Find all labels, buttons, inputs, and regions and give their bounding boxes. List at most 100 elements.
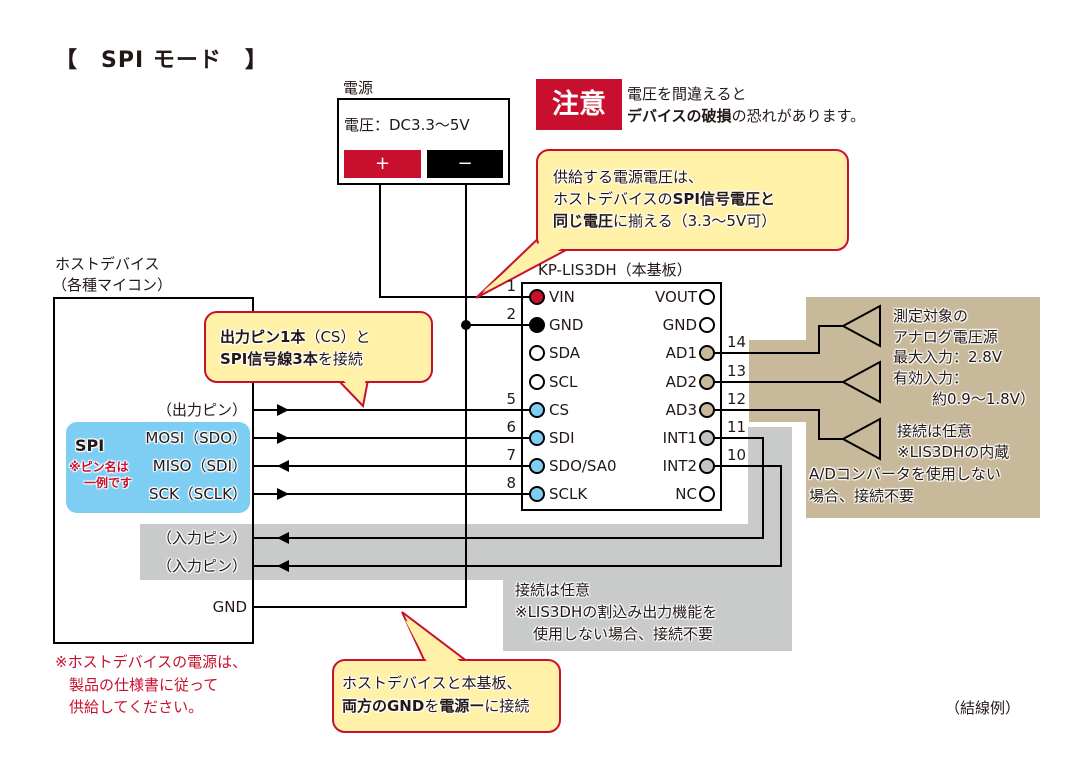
pin-number: 14 <box>727 333 747 351</box>
pin-label-ad3: AD3 <box>665 401 697 419</box>
host-pin-miso: MISO（SDI） <box>152 457 247 475</box>
analog-source-icon <box>840 417 881 461</box>
pin-label-sdi: SDI <box>549 429 575 447</box>
callout-cs-emphasis: 出力ピン1本 <box>220 328 306 346</box>
spi-group-note-line1: ※ピン名は <box>69 460 129 474</box>
host-device-title: ホストデバイス <box>55 255 160 273</box>
pin-label-vout: VOUT <box>655 288 697 306</box>
analog-note-line: 測定対象の <box>893 307 969 325</box>
analog-source-icon <box>840 304 881 348</box>
pin-label-sclk: SCLK <box>549 485 588 503</box>
pin-vout <box>699 289 715 305</box>
pin-label-int2: INT2 <box>662 457 697 475</box>
interrupt-note-line: 接続は任意 <box>515 581 591 599</box>
host-power-note-line1: ※ホストデバイスの電源は、 <box>55 653 248 671</box>
pin-sdi <box>529 430 545 446</box>
pin-number: 5 <box>506 390 516 408</box>
board-chip-box <box>521 282 722 511</box>
callout-supply-emphasis: SPI信号電圧と <box>672 190 775 208</box>
analog-note-line: A/Dコンバータを使用しない <box>809 465 1001 483</box>
wire-ad3 <box>714 409 843 440</box>
pin-label-ad2: AD2 <box>665 373 697 391</box>
pin-number: 12 <box>727 390 747 408</box>
host-pin-gnd: GND <box>212 598 247 616</box>
page-title: 【 SPI モード 】 <box>55 48 268 73</box>
wire-ad1 <box>714 325 843 354</box>
pin-int1 <box>699 430 715 446</box>
analog-note-line: アナログ電圧源 <box>893 328 998 346</box>
interrupt-note-line: ※LIS3DHの割込み出力機能を <box>515 603 718 621</box>
host-device-subtitle: （各種マイコン） <box>52 276 173 294</box>
pin-label-scl: SCL <box>549 373 578 391</box>
arrow-right-icon <box>277 404 289 416</box>
callout-gnd-text: を <box>424 697 440 715</box>
analog-note-line: 最大入力：2.8V <box>893 348 1003 366</box>
callout-gnd-emphasis: 電源ー <box>439 697 485 715</box>
spi-group-label: SPI <box>75 436 105 455</box>
pin-sda <box>529 345 545 361</box>
pin-label-nc: NC <box>675 485 697 503</box>
analog-note-line: 場合、接続不要 <box>809 487 915 505</box>
host-pin-output: （出力ピン） <box>156 401 247 419</box>
caution-badge: 注意 <box>536 79 622 130</box>
pin-label-gnd: GND <box>549 316 584 334</box>
pin-label-ad1: AD1 <box>665 344 697 362</box>
host-power-note-line2: 製品の仕様書に従って <box>69 676 219 694</box>
callout-cs-shape <box>204 311 433 409</box>
pin-label-vin: VIN <box>549 288 575 306</box>
pin-label-cs: CS <box>549 401 569 419</box>
host-pin-sck: SCK（SCLK） <box>148 485 247 503</box>
analog-note-line: 有効入力： <box>893 369 969 387</box>
callout-supply-text: に揃える（3.3〜5V可） <box>613 212 777 230</box>
host-device-box <box>53 297 254 644</box>
host-pin-mosi: MOSI（SDO） <box>145 429 247 447</box>
wiring-example-caption: （結線例） <box>945 699 1021 717</box>
pin-label-sdo-sa0: SDO/SA0 <box>549 457 617 475</box>
pin-scl <box>529 374 545 390</box>
power-supply-voltage: 電圧：DC3.3〜5V <box>344 116 470 134</box>
analog-note-line: 接続は任意 <box>897 422 973 440</box>
arrow-left-icon <box>277 560 289 572</box>
pin-gnd-right <box>699 317 715 333</box>
analog-note-line: 約0.9〜1.8V） <box>932 390 1035 408</box>
pin-number: 10 <box>727 446 747 464</box>
pin-ad1 <box>699 345 715 361</box>
interrupt-note-line: 使用しない場合、接続不要 <box>533 625 714 643</box>
wire-int2 <box>253 465 782 567</box>
pin-nc <box>699 486 715 502</box>
callout-gnd-text: に接続 <box>484 697 530 715</box>
pin-int2 <box>699 458 715 474</box>
analog-note-line: ※LIS3DHの内蔵 <box>897 443 1010 461</box>
callout-cs-text: を接続 <box>317 350 363 368</box>
callout-supply-text: ホストデバイスの <box>553 190 673 208</box>
callout-gnd-emphasis: 両方のGND <box>342 697 425 715</box>
callout-cs-emphasis: SPI信号線3本 <box>220 350 318 368</box>
power-minus-terminal: − <box>427 150 503 178</box>
power-supply-label: 電源 <box>343 79 374 97</box>
arrow-right-icon <box>277 432 289 444</box>
wire-int1 <box>253 437 764 539</box>
pin-number: 2 <box>506 305 516 323</box>
arrow-right-icon <box>277 488 289 500</box>
pin-sdo-sa0 <box>529 458 545 474</box>
callout-cs-text: （CS）と <box>305 328 371 346</box>
host-power-note-line3: 供給してください。 <box>69 698 204 716</box>
pin-label-int1: INT1 <box>662 429 697 447</box>
caution-line1: 電圧を間違えると <box>627 85 747 103</box>
board-title: KP-LIS3DH（本基板） <box>538 261 692 279</box>
callout-gnd-line2: 両方のGNDを電源ーに接続 <box>342 697 529 715</box>
callout-cs-line2: SPI信号線3本を接続 <box>220 350 363 368</box>
analog-optional-region <box>749 297 1040 518</box>
analog-source-icon <box>840 360 881 404</box>
pin-number: 13 <box>727 362 747 380</box>
callout-gnd-line1: ホストデバイスと本基板、 <box>342 674 522 692</box>
callout-supply-line1: 供給する電源電圧は、 <box>553 168 704 186</box>
callout-supply-line3: 同じ電圧に揃える（3.3〜5V可） <box>553 212 776 230</box>
pin-label-sda: SDA <box>549 344 581 362</box>
host-pin-input2: （入力ピン） <box>156 557 247 575</box>
pin-number: 8 <box>506 474 516 492</box>
callout-supply-voltage-shape <box>475 149 849 299</box>
caution-rest: の恐れがあります。 <box>731 107 866 125</box>
spi-group-note-line2: 一例です <box>84 476 133 490</box>
